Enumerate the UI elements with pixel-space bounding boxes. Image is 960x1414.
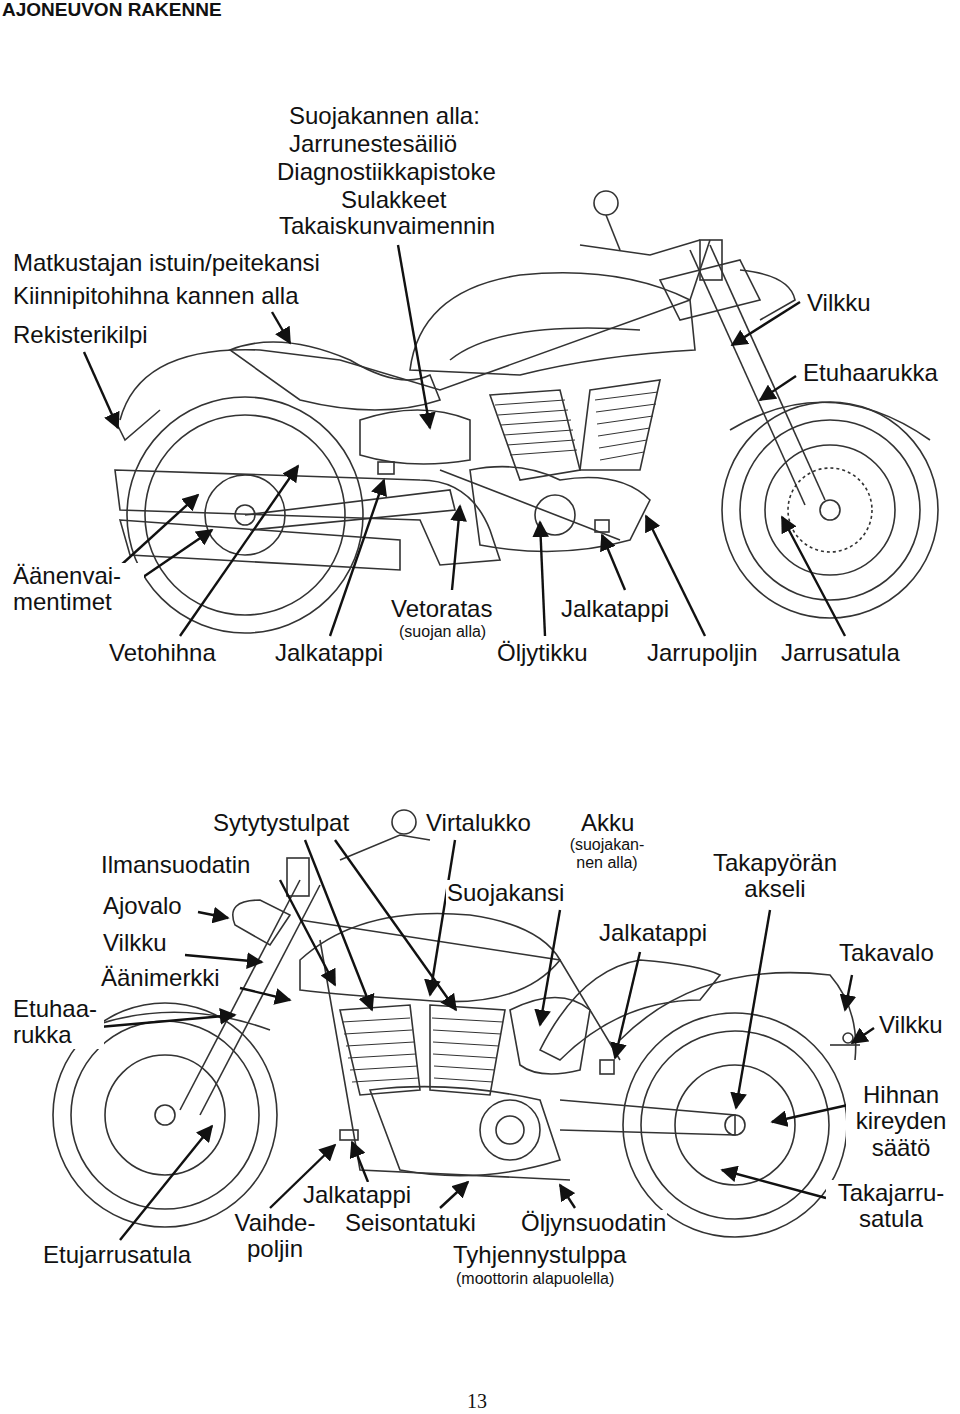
part-label: Vaihde- poljin xyxy=(226,1210,324,1263)
part-label: Etujarrusatula xyxy=(42,1242,192,1268)
part-label: Jarrusatula xyxy=(780,640,901,666)
part-label: Öljytikku xyxy=(496,640,589,666)
part-label: Jarrupoljin xyxy=(646,640,759,666)
part-label: Rekisterikilpi xyxy=(12,322,149,348)
part-label: Takavalo xyxy=(838,940,935,966)
part-label: Hihnan kireyden säätö xyxy=(846,1082,956,1161)
part-label: Suojakansi xyxy=(446,880,565,906)
part-label: Takajarru- satula xyxy=(826,1180,956,1233)
page-title: AJONEUVON RAKENNE xyxy=(2,0,222,21)
part-label: Akku xyxy=(580,810,635,836)
part-label: Jalkatappi xyxy=(598,920,708,946)
part-label: Takapyörän akseli xyxy=(694,850,856,903)
part-label: Etuhaarukka xyxy=(802,360,939,386)
part-label: Jalkatappi xyxy=(274,640,384,666)
part-label: Vilkku xyxy=(878,1012,944,1038)
part-label: Jarrunestesäiliö xyxy=(288,131,458,157)
part-label: Äänimerkki xyxy=(100,965,221,991)
part-label: Virtalukko xyxy=(425,810,532,836)
part-label: Kiinnipitohihna kannen alla xyxy=(12,283,300,309)
page-number: 13 xyxy=(466,1390,488,1412)
part-label: Etuhaa- rukka xyxy=(12,996,104,1049)
part-label: Takaiskunvaimennin xyxy=(278,213,496,239)
part-label: Öljynsuodatin xyxy=(520,1210,667,1236)
part-label: Ajovalo xyxy=(102,893,183,919)
part-label: Jalkatappi xyxy=(560,596,670,622)
part-label: Äänenvai- mentimet xyxy=(12,563,144,616)
part-label: Vetoratas xyxy=(390,596,493,622)
part-label: (suojan alla) xyxy=(398,623,487,641)
leader-lines xyxy=(84,245,874,1240)
part-label: Sulakkeet xyxy=(340,187,447,213)
part-label: (moottorin alapuolella) xyxy=(455,1270,615,1288)
part-label: Tyhjennystulppa xyxy=(452,1242,627,1268)
part-label: Suojakannen alla: xyxy=(288,103,481,129)
part-label: Diagnostiikkapistoke xyxy=(276,159,497,185)
part-label: Ilmansuodatin xyxy=(100,852,251,878)
part-label: Vilkku xyxy=(102,930,168,956)
part-label: Seisontatuki xyxy=(344,1210,477,1236)
part-label: (suojakan- nen alla) xyxy=(560,836,654,871)
part-label: Matkustajan istuin/peitekansi xyxy=(12,250,321,276)
part-label: Jalkatappi xyxy=(302,1182,412,1208)
part-label: Vetohihna xyxy=(108,640,217,666)
part-label: Vilkku xyxy=(806,290,872,316)
part-label: Sytytystulpat xyxy=(212,810,350,836)
